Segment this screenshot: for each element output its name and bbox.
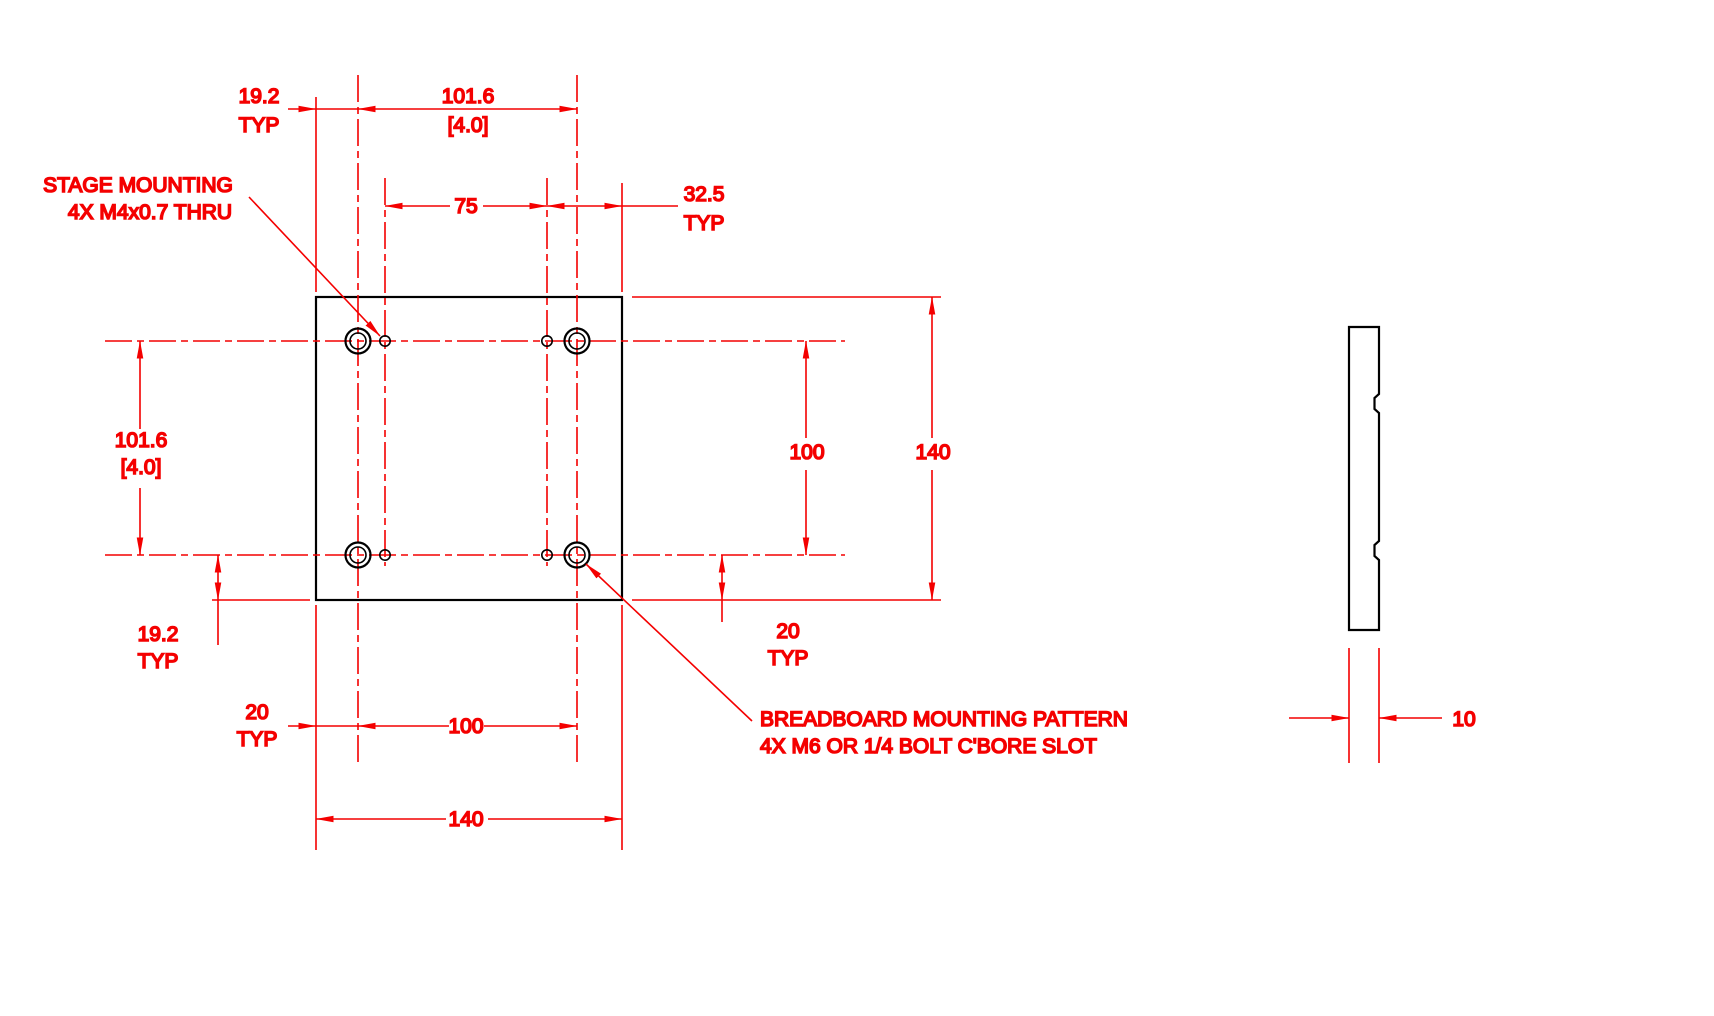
breadboard-callout: BREADBOARD MOUNTING PATTERN 4X M6 OR 1/4… <box>585 563 1129 759</box>
dim-left-offset: 19.2 TYP <box>137 554 310 674</box>
dim-left-span-alt: [4.0] <box>121 456 162 479</box>
dim-left-offset-qual: TYP <box>138 650 179 673</box>
dim-stage-offset-value: 32.5 <box>684 183 725 206</box>
dim-right-offset-qual: TYP <box>768 647 809 670</box>
dim-thickness: 10 <box>1289 648 1476 763</box>
dim-top-offset-qual: TYP <box>239 114 280 137</box>
breadboard-callout-line2: 4X M6 OR 1/4 BOLT C'BORE SLOT <box>760 735 1097 758</box>
dim-right-offset: 20 TYP <box>718 554 809 671</box>
dim-bottom-overall: 140 <box>315 605 623 850</box>
dim-right-span-value: 100 <box>789 441 824 464</box>
dim-stage-span: 75 <box>384 194 548 219</box>
dim-top-span-value: 101.6 <box>442 85 495 108</box>
dim-right-span: 100 <box>789 340 825 556</box>
dim-right-overall-value: 140 <box>915 441 950 464</box>
stage-hole-bottom-left <box>378 548 391 561</box>
dim-top-span: 101.6 [4.0] <box>357 84 578 138</box>
dim-bottom-offset: 20 TYP <box>236 700 358 752</box>
stage-callout-line1: STAGE MOUNTING <box>43 174 233 197</box>
dim-thickness-value: 10 <box>1452 708 1475 731</box>
dim-bottom-span-value: 100 <box>448 715 483 738</box>
mounting-holes <box>344 327 591 569</box>
breadboard-slot-bottom-right <box>563 541 591 569</box>
leader-line <box>248 196 381 337</box>
dim-stage-offset-qual: TYP <box>684 212 725 235</box>
breadboard-slot-top-right <box>563 327 591 355</box>
stage-hole-top-left <box>378 334 391 347</box>
breadboard-callout-line1: BREADBOARD MOUNTING PATTERN <box>760 708 1128 731</box>
stage-callout-line2: 4X M4x0.7 THRU <box>68 201 232 224</box>
dim-top-offset: 19.2 TYP <box>238 84 358 292</box>
dim-left-span-value: 101.6 <box>115 429 168 452</box>
breadboard-slot-bottom-left <box>344 541 372 569</box>
dim-left-offset-value: 19.2 <box>138 623 179 646</box>
dim-bottom-offset-qual: TYP <box>237 728 278 751</box>
dim-right-offset-value: 20 <box>776 620 799 643</box>
dim-bottom-offset-value: 20 <box>245 701 268 724</box>
leader-line <box>585 563 753 722</box>
breadboard-slot-top-left <box>344 327 372 355</box>
stage-hole-bottom-right <box>540 548 553 561</box>
stage-callout: STAGE MOUNTING 4X M4x0.7 THRU <box>42 173 381 337</box>
dim-bottom-overall-value: 140 <box>448 808 483 831</box>
dim-bottom-span: 100 <box>357 714 578 739</box>
dim-left-span: 101.6 [4.0] <box>114 340 168 556</box>
dim-stage-span-value: 75 <box>454 195 477 218</box>
dim-top-span-alt: [4.0] <box>448 114 489 137</box>
dim-right-overall: 140 <box>632 296 951 601</box>
side-view-outline <box>1347 325 1381 632</box>
stage-hole-top-right <box>540 334 553 347</box>
dim-stage-offset: 32.5 TYP <box>546 182 725 292</box>
dim-top-offset-value: 19.2 <box>239 85 280 108</box>
